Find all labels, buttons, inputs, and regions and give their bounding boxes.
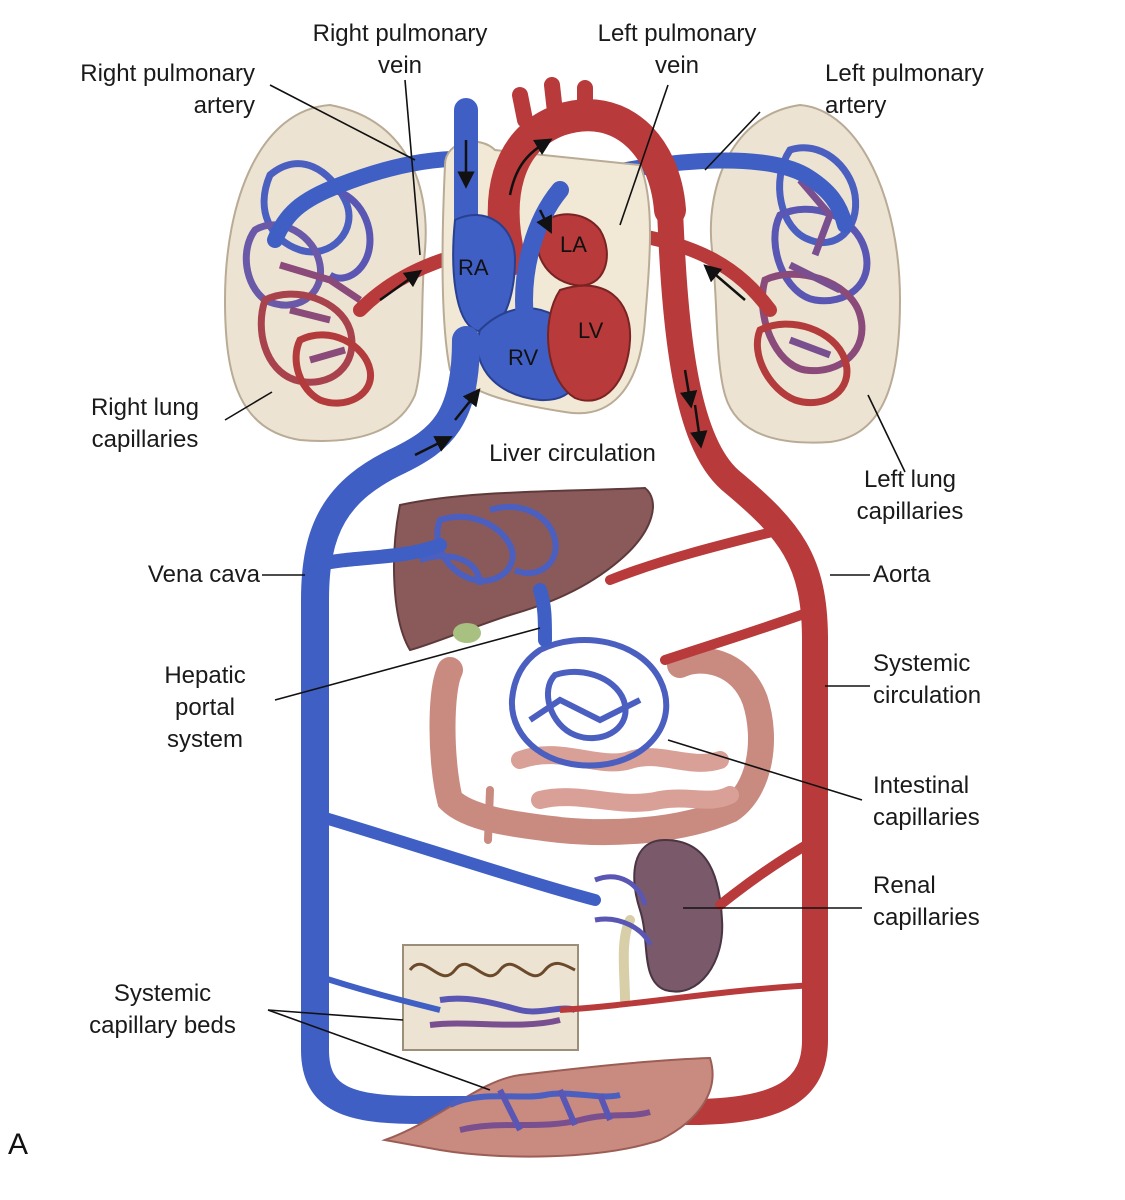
label-systemic-capillary-beds: Systemic capillary beds <box>60 978 265 1042</box>
portal-vein <box>533 583 552 647</box>
ureter <box>618 915 635 1005</box>
label-left-pulmonary-artery: Left pulmonary artery <box>825 58 1055 122</box>
label-line: Left pulmonary <box>825 60 984 87</box>
label-right-pulmonary-vein: Right pulmonary vein <box>280 18 520 82</box>
label-line: Hepatic <box>164 662 246 689</box>
label-line: vein <box>654 52 700 79</box>
appendix <box>484 786 494 844</box>
label-liver-circulation: Liver circulation <box>489 440 656 467</box>
label-line: vein <box>377 52 423 79</box>
label-line: Systemic <box>873 650 971 677</box>
aortic-branches <box>512 77 593 128</box>
label-line: capillaries <box>856 498 964 525</box>
liver-capillaries <box>419 503 559 586</box>
label-aorta: Aorta <box>873 561 931 588</box>
label-vena-cava: Vena cava <box>147 561 260 588</box>
renal-artery <box>715 835 820 910</box>
label-line: portal <box>174 694 236 721</box>
renal-capillary-network <box>594 874 653 947</box>
capillary-bed-inset <box>402 944 579 1051</box>
label-right-lung-capillaries: Right lung capillaries <box>65 392 225 456</box>
label-line: circulation <box>873 682 982 709</box>
hepatic-artery <box>605 525 785 585</box>
muscle-tissue <box>381 1056 714 1158</box>
label-line: capillaries <box>873 804 980 831</box>
label-renal-capillaries: Renal capillaries <box>873 870 1033 934</box>
intestine-capillary-network <box>508 637 670 769</box>
large-intestine <box>429 647 774 846</box>
aorta-vessel <box>597 197 828 1125</box>
kidney <box>633 838 724 993</box>
renal-vein <box>309 809 601 906</box>
leader-lines <box>224 79 906 1091</box>
label-hepatic-portal-system: Hepatic portal system <box>140 660 270 756</box>
inset-capillaries <box>314 972 816 1028</box>
label-left-pulmonary-vein: Left pulmonary vein <box>562 18 792 82</box>
chamber-label-ra: RA <box>458 255 489 280</box>
label-line: Right pulmonary <box>312 20 488 47</box>
aortic-arch <box>487 99 686 276</box>
label-line: Intestinal <box>873 772 970 799</box>
label-line: capillary beds <box>89 1012 236 1039</box>
label-intestinal-capillaries: Intestinal capillaries <box>873 770 1033 834</box>
label-line: artery <box>193 92 255 119</box>
label-line: Left pulmonary <box>597 20 757 47</box>
label-line: artery <box>825 92 887 119</box>
muscle-capillaries <box>448 1088 651 1133</box>
label-line: Right lung <box>90 394 200 421</box>
hepatic-vein <box>308 538 447 572</box>
label-left-lung-capillaries: Left lung capillaries <box>830 464 990 528</box>
left-lung-capillaries <box>753 144 871 407</box>
gallbladder <box>453 623 481 643</box>
chamber-label-la: LA <box>560 232 587 257</box>
label-line: capillaries <box>873 904 980 931</box>
label-line: system <box>166 726 243 753</box>
label-line: Left lung <box>863 466 957 493</box>
label-right-pulmonary-artery: Right pulmonary artery <box>20 58 255 122</box>
pulmonary-trunk <box>515 181 569 329</box>
label-line: Systemic <box>113 980 212 1007</box>
vena-cava-vessel <box>301 326 574 1124</box>
right-lung <box>223 103 427 442</box>
chamber-label-lv: LV <box>578 318 604 343</box>
chamber-label-rv: RV <box>508 345 539 370</box>
flow-arrows <box>379 138 746 457</box>
right-lung-capillaries <box>242 160 374 407</box>
label-systemic-circulation: Systemic circulation <box>873 648 1033 712</box>
panel-letter: A <box>8 1128 29 1161</box>
mesenteric-artery <box>660 605 820 665</box>
label-line: Right pulmonary <box>80 60 255 87</box>
left-ventricle <box>547 284 632 402</box>
left-atrium <box>535 213 608 287</box>
liver <box>393 486 654 652</box>
label-line: capillaries <box>91 426 199 453</box>
label-line: Renal <box>873 872 936 899</box>
inset-wavy-vessel <box>408 961 576 978</box>
